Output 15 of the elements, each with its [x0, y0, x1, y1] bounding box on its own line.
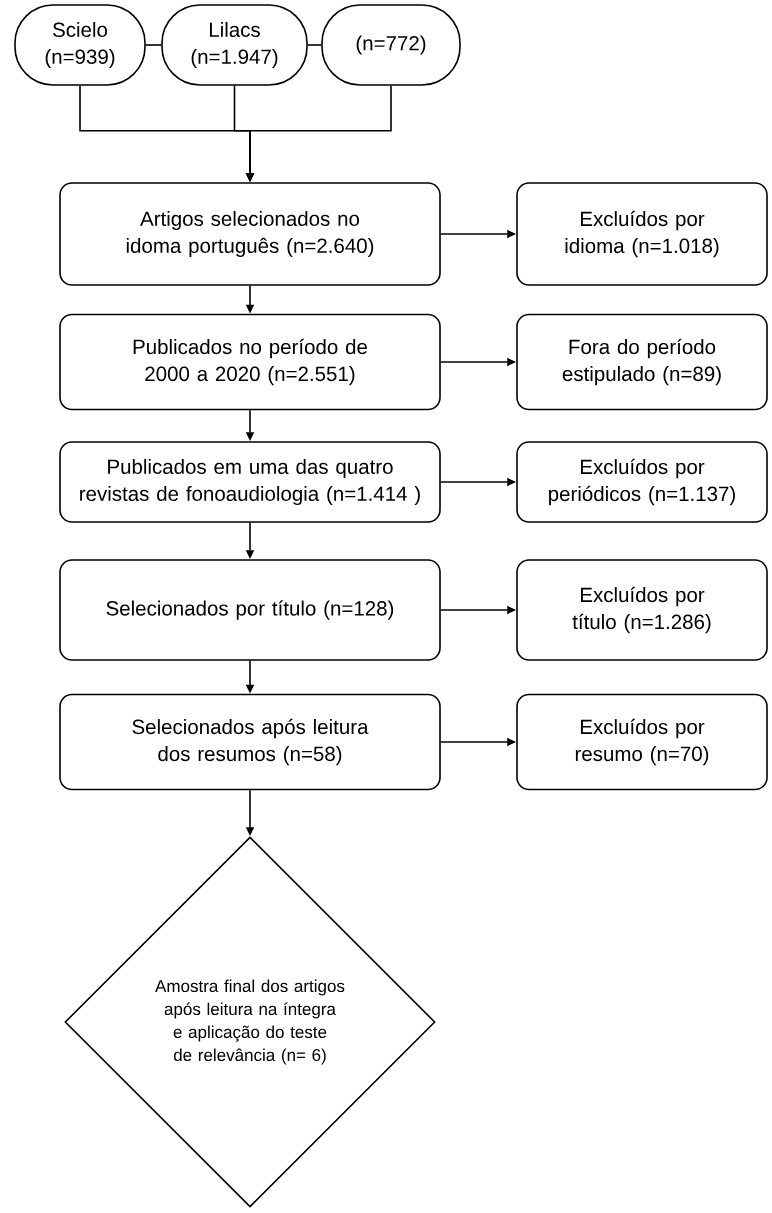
exclusion-box: Fora do período estipulado (n=89) [516, 313, 768, 411]
database-box: Scielo (n=939) [14, 4, 146, 86]
process-box: Publicados em uma das quatro revistas de fonoaudiologia (n=1.414 ) [59, 441, 441, 523]
database-box: Lilacs (n=1.947) [161, 4, 308, 86]
connector-line [307, 44, 322, 46]
process-box: Publicados no período de 2000 a 2020 (n=2.551) [59, 313, 441, 411]
database-box: (n=772) [321, 4, 461, 86]
exclusion-box: Excluídos por periódicos (n=1.137) [516, 441, 768, 523]
process-box: Selecionados após leitura dos resumos (n=58) [59, 693, 441, 791]
exclusion-box: Excluídos por idioma (n=1.018) [516, 182, 768, 286]
process-box: Artigos selecionados no idoma português (n=2.640) [59, 182, 441, 286]
exclusion-box: Excluídos por resumo (n=70) [516, 693, 768, 791]
connector-line [145, 44, 162, 46]
process-box: Selecionados por título (n=128) [59, 559, 441, 661]
exclusion-box: Excluídos por título (n=1.286) [516, 559, 768, 661]
